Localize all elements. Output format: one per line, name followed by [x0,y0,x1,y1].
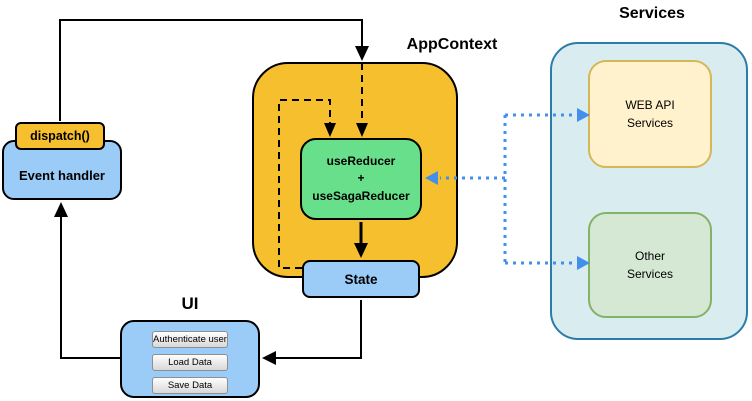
authenticate-user-button[interactable]: Authenticate user [152,331,228,348]
other-services-node: Other Services [588,212,712,318]
other-services-label-line2: Services [626,267,673,281]
appcontext-group-title: AppContext [406,36,498,53]
load-data-button[interactable]: Load Data [152,354,228,371]
ui-group-title: UI [181,294,199,313]
other-services-label-line1: Other [634,249,665,263]
state-label: State [344,271,378,287]
state-node: State [302,260,420,298]
save-data-button[interactable]: Save Data [152,377,228,394]
services-group-title: Services [619,5,685,22]
arrow-ui-to-event-handler [60,216,120,359]
reducer-node: useReducer + useSagaReducer [300,138,422,220]
event-handler-node: Event handler [2,140,122,200]
ui-group: Authenticate user Load Data Save Data [120,320,260,398]
arrow-state-to-ui [276,300,362,359]
web-api-services-node: WEB API Services [588,60,712,168]
reducer-label-line3: useSagaReducer [312,188,410,203]
web-api-services-label-line1: WEB API [625,98,675,112]
arrowhead-state-to-ui [262,351,276,365]
arrowhead-ui-to-event-handler [54,202,68,217]
reducer-label-line2: + [357,171,365,186]
event-handler-label: Event handler [19,167,105,183]
arrowhead-dispatch-to-appcontext [355,46,369,61]
reducer-label-line1: useReducer [326,153,396,168]
dispatch-node: dispatch() [15,122,105,150]
web-api-services-label-line2: Services [626,116,673,130]
dispatch-label: dispatch() [30,129,90,143]
